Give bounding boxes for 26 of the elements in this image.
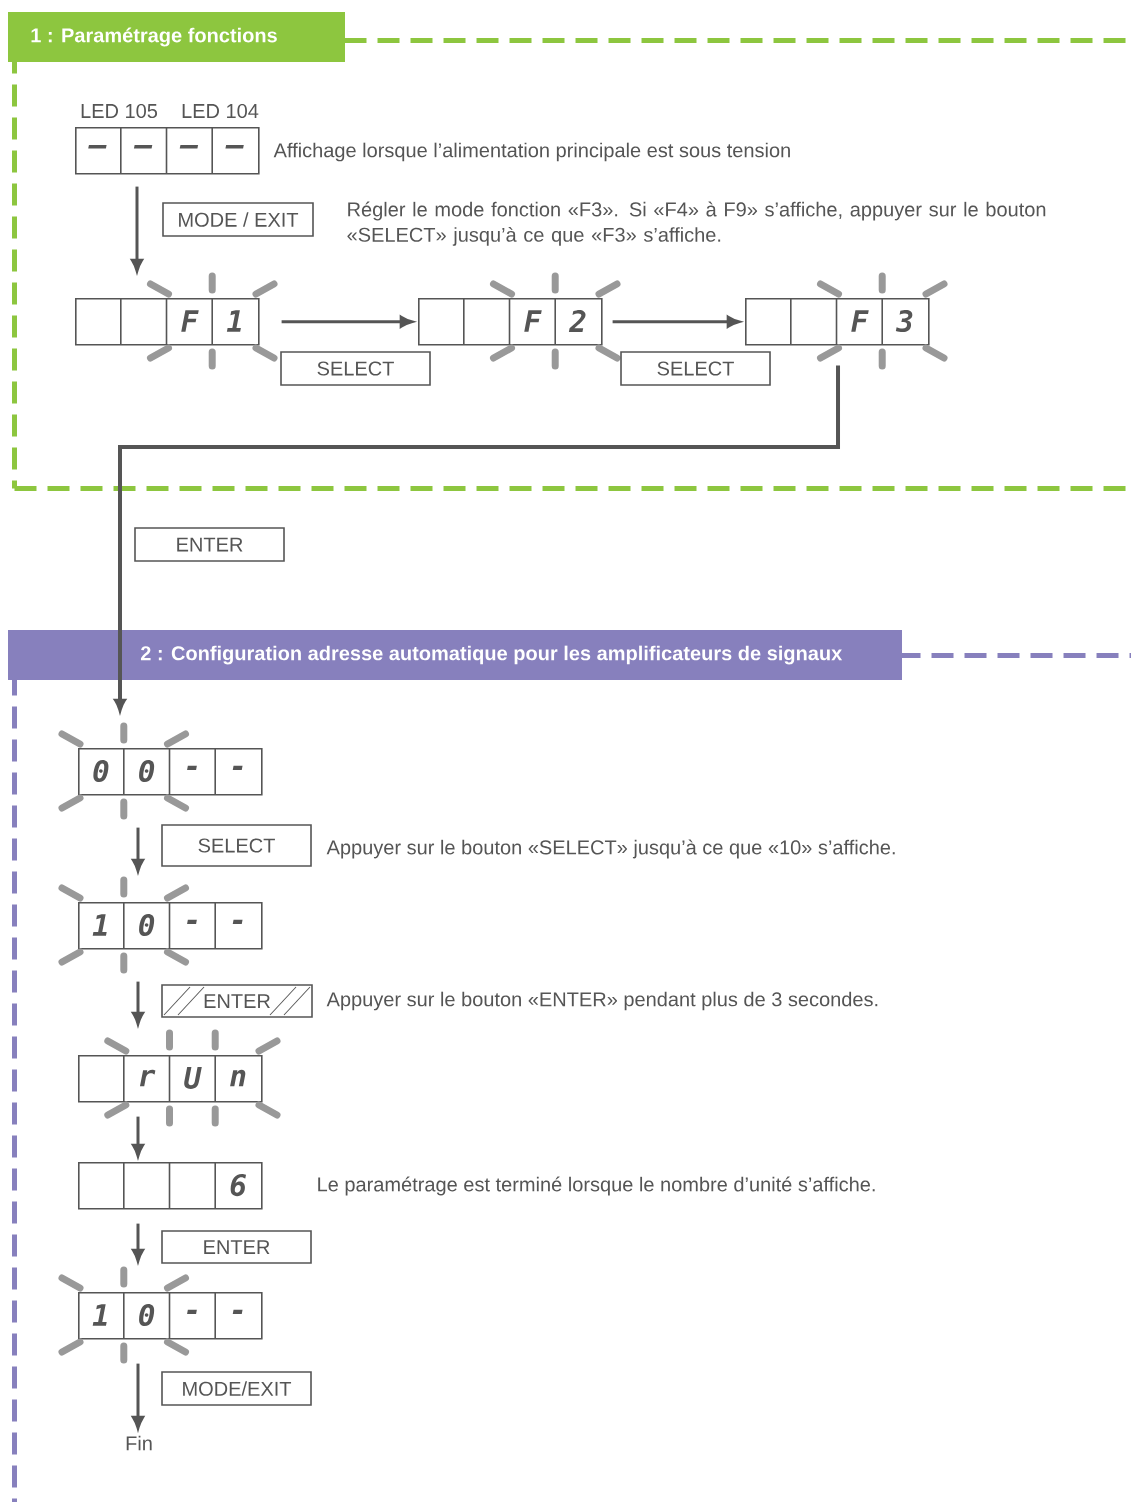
display-label: LED 105: [81, 103, 158, 119]
segment-display: — — — —: [75, 126, 260, 175]
display-label: LED 104: [182, 103, 259, 119]
button-label: MODE / EXIT: [162, 202, 314, 237]
button-label: ENTER: [161, 984, 313, 1018]
segment-display: F 3: [745, 272, 948, 370]
arrow: [131, 1363, 145, 1430]
instruction-text: Appuyer sur le bouton «SELECT» jusqu’à ce que «10» s’affiche.: [326, 839, 895, 859]
caption-text: Affichage lorsque l’alimentation principale est sous tension: [273, 142, 790, 162]
segment-display: r U n: [78, 1029, 281, 1127]
instruction-text: Appuyer sur le bouton «ENTER» pendant plus de 3 secondes.: [326, 991, 878, 1011]
segment-display: 1 0 - -: [58, 876, 263, 974]
segment-display: 1 0 - -: [58, 1266, 263, 1364]
button-label: SELECT: [280, 351, 431, 386]
button-label: MODE/EXIT: [161, 1371, 312, 1406]
segment-display: 6: [78, 1161, 263, 1210]
button-label: SELECT: [620, 351, 771, 386]
end-text: Fin: [126, 1435, 152, 1451]
button-label: SELECT: [161, 824, 312, 867]
instruction-text: Régler le mode fonction «F3». Si «F4» à F9» s’affiche, appuyer sur le bouton «SELECT» jusqu’à ce que «F3» s’affiche.: [347, 201, 1046, 246]
segment-display: F 2: [418, 272, 621, 370]
segment-display: 0 0 - -: [58, 722, 263, 820]
button-label: ENTER: [134, 527, 285, 562]
instruction-text: Le paramétrage est terminé lorsque le nombre d’unité s’affiche.: [318, 1176, 875, 1196]
button-label: ENTER: [161, 1230, 312, 1264]
segment-display: F 1: [75, 272, 278, 370]
